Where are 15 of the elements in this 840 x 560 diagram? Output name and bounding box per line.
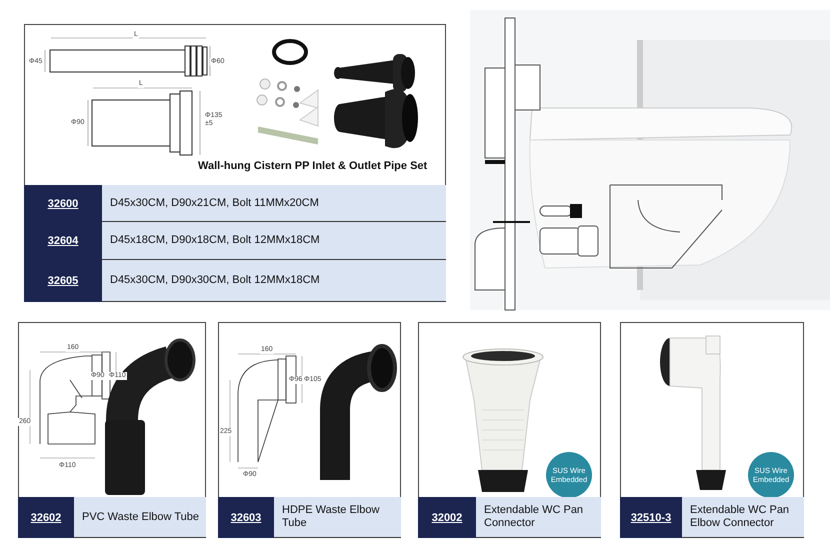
product-description-cell: HDPE Waste Elbow Tube <box>274 497 401 538</box>
product-code-cell: 32602 <box>18 497 74 538</box>
product-code-cell: 32600 <box>24 185 102 222</box>
product-code-cell: 32002 <box>418 497 476 538</box>
product-description-cell: Extendable WC Pan Elbow Connector <box>682 497 804 538</box>
product-description-cell: D45x18CM, D90x18CM, Bolt 12MMx18CM <box>102 222 446 260</box>
product-description-cell: D45x30CM, D90x30CM, Bolt 12MMx18CM <box>102 260 446 302</box>
product-title: Wall-hung Cistern PP Inlet & Outlet Pipe Set <box>198 160 428 172</box>
product-code-cell: 32603 <box>218 497 274 538</box>
product-code-cell: 32604 <box>24 222 102 260</box>
product-description-cell: Extendable WC Pan Connector <box>476 497 601 538</box>
product-description-cell: PVC Waste Elbow Tube <box>74 497 206 538</box>
product-code-cell: 32605 <box>24 260 102 302</box>
product-description-cell: D45x30CM, D90x21CM, Bolt 11MMx20CM <box>102 185 446 222</box>
product-code-cell: 32510-3 <box>620 497 682 538</box>
